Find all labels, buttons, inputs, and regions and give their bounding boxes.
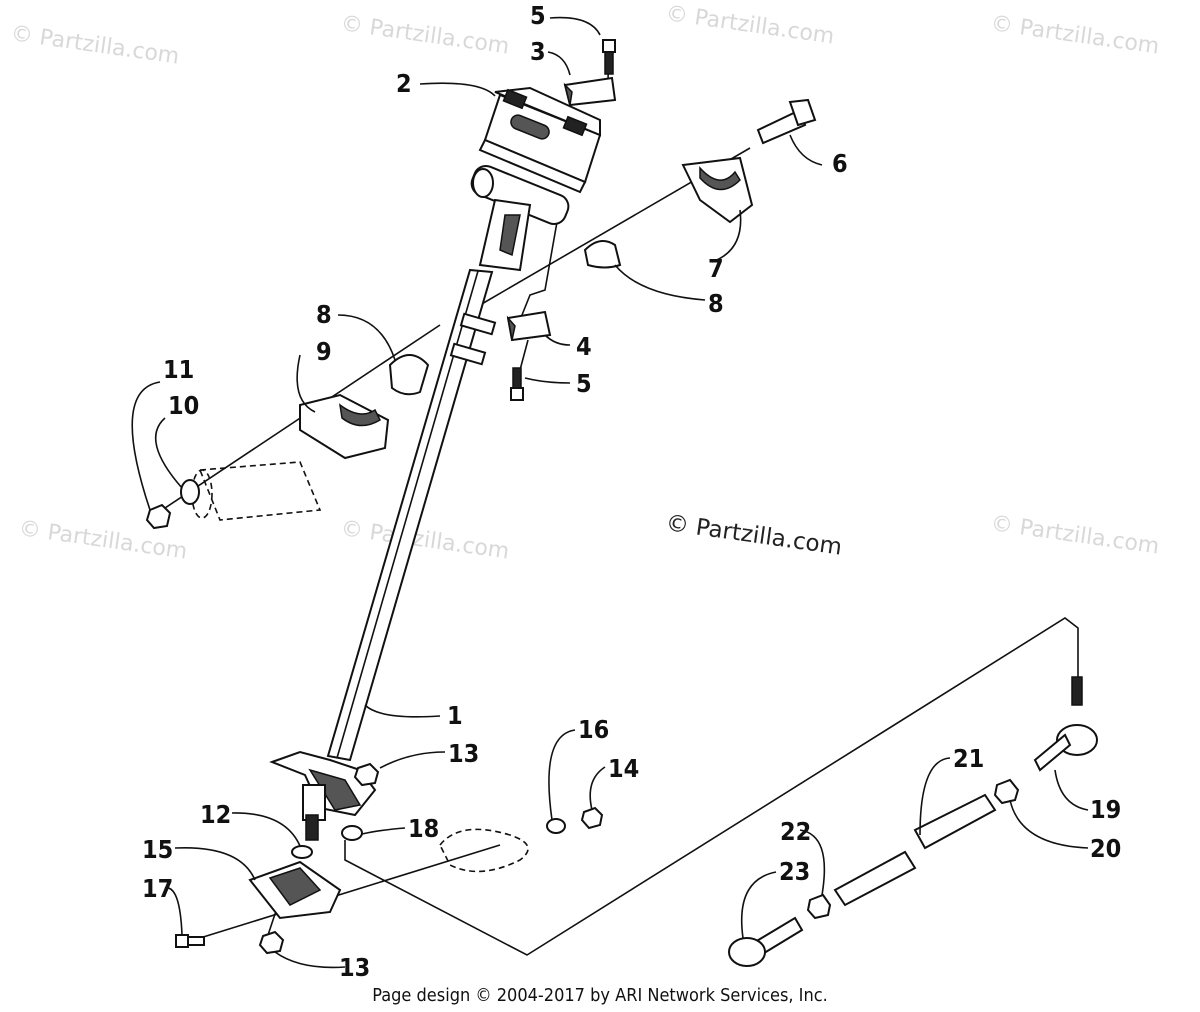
cap-screw-bottom <box>510 367 524 401</box>
washer-12 <box>291 845 313 859</box>
callout-20: 20 <box>1090 834 1121 863</box>
lower-clamp-cap <box>506 310 552 342</box>
watermark-top-left: © Partzilla.com <box>9 21 181 69</box>
callout-5-bottom: 5 <box>576 369 592 398</box>
callout-1: 1 <box>447 701 463 730</box>
clamp-block <box>681 156 754 224</box>
callout-23: 23 <box>779 857 810 886</box>
callout-8-right: 8 <box>708 289 724 318</box>
plate-phantom <box>439 828 529 873</box>
bolt-17 <box>175 934 205 948</box>
tie-rod-21 <box>913 793 997 850</box>
callout-3: 3 <box>530 37 546 66</box>
callout-13-lower: 13 <box>339 953 370 982</box>
callout-15: 15 <box>142 835 173 864</box>
callout-5-top: 5 <box>530 1 546 30</box>
bushing-left <box>388 354 430 396</box>
callout-19: 19 <box>1090 795 1121 824</box>
callout-18: 18 <box>408 814 439 843</box>
bushing-right <box>583 240 622 269</box>
watermark-main: © Partzilla.com <box>664 510 843 560</box>
watermark-top-right-b: © Partzilla.com <box>989 11 1161 59</box>
callout-12: 12 <box>200 800 231 829</box>
watermark-mid-center: © Partzilla.com <box>339 516 511 564</box>
handlebar-phantom <box>191 461 322 521</box>
tie-rod-end-23 <box>728 916 804 967</box>
callout-8-left: 8 <box>316 300 332 329</box>
callout-4: 4 <box>576 332 592 361</box>
nut-left <box>145 503 172 530</box>
nut-13-lower <box>258 930 285 955</box>
jam-nut-22 <box>806 893 832 920</box>
nut-14 <box>580 806 604 830</box>
bearing-plate <box>248 860 342 920</box>
callout-17: 17 <box>142 874 173 903</box>
washer-16 <box>546 818 566 834</box>
jam-nut-20 <box>993 778 1020 805</box>
callout-6: 6 <box>832 149 848 178</box>
watermark-mid-right: © Partzilla.com <box>989 511 1161 559</box>
washer-18 <box>341 825 363 841</box>
callout-leaders <box>131 16 1089 969</box>
washer-left <box>180 479 200 505</box>
lower-clamp <box>299 393 390 460</box>
watermark-top-mid: © Partzilla.com <box>339 11 511 59</box>
callout-21: 21 <box>953 744 984 773</box>
callout-11: 11 <box>163 355 194 384</box>
bolt <box>756 98 817 145</box>
callout-7: 7 <box>708 254 724 283</box>
tie-rod-end-19 <box>1033 676 1098 772</box>
tie-rod-sleeve <box>833 850 917 907</box>
callout-2: 2 <box>396 69 412 98</box>
steering-post <box>269 164 570 841</box>
callout-10: 10 <box>168 391 199 420</box>
callout-16: 16 <box>578 715 609 744</box>
handlebar-cover <box>478 86 602 194</box>
callout-13-upper: 13 <box>448 739 479 768</box>
watermark-top-right-a: © Partzilla.com <box>664 1 836 49</box>
nut-13-upper <box>353 762 380 787</box>
callouts: 5 3 2 6 7 8 8 4 9 5 11 10 1 16 13 21 14 … <box>142 1 1121 982</box>
callout-14: 14 <box>608 754 639 783</box>
cap-screw-top <box>602 39 616 75</box>
callout-22: 22 <box>780 817 811 846</box>
upper-clamp-cap <box>563 76 617 107</box>
callout-9: 9 <box>316 337 332 366</box>
page-footer: Page design © 2004-2017 by ARI Network S… <box>372 985 828 1006</box>
